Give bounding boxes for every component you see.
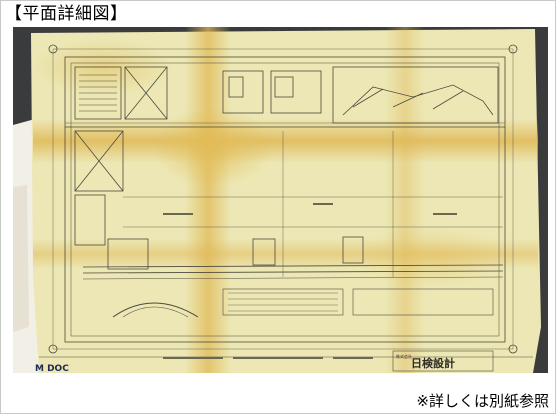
page-title: 【平面詳細図】 [5, 4, 128, 24]
floor-plan-photo: 株式会社 日検設計 M DOC [13, 27, 548, 373]
stamp-small-text: 株式会社 [396, 353, 412, 359]
stamp-text: 日検設計 [411, 356, 455, 370]
footnote: ※詳しくは別紙参照 [416, 392, 549, 410]
logo-text: M DOC [35, 364, 69, 373]
blueprint-drawing: 株式会社 日検設計 M DOC [13, 27, 548, 373]
